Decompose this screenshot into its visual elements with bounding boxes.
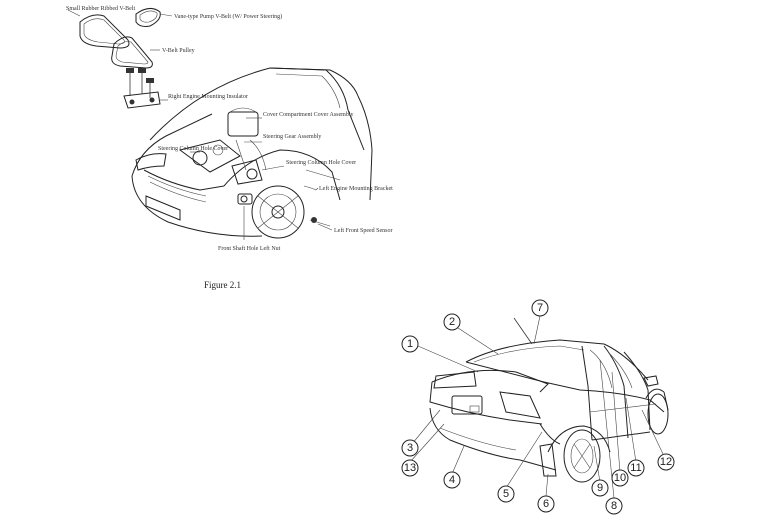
label-left-bracket: Left Engine Mounting Bracket [319, 185, 393, 192]
svg-text:7: 7 [537, 302, 543, 314]
svg-text:1: 1 [407, 338, 413, 350]
label-left-sensor: Left Front Speed Sensor [334, 227, 393, 234]
svg-text:9: 9 [597, 482, 603, 494]
callout-13: 13 [401, 459, 419, 477]
svg-text:11: 11 [630, 462, 641, 474]
callout-1: 1 [401, 335, 419, 353]
belt-small [79, 14, 130, 49]
figure-caption: Figure 2.1 [204, 280, 241, 290]
callout-9: 9 [591, 479, 609, 497]
svg-text:2: 2 [449, 316, 455, 328]
callout-2: 2 [443, 313, 461, 331]
label-v-belt: V-Belt Pulley [162, 48, 195, 54]
label-steering-column: Steering Column Hole Cover [286, 160, 356, 166]
callout-4: 4 [443, 471, 461, 489]
svg-text:3: 3 [407, 442, 413, 454]
svg-text:4: 4 [449, 474, 455, 486]
svg-text:10: 10 [614, 472, 626, 484]
callout-12: 12 [657, 453, 675, 471]
svg-text:13: 13 [404, 462, 416, 474]
label-front-shaft: Front Shaft Hole Left Nut [218, 245, 281, 252]
figure-car-rear: 1 2 7 3 13 4 5 6 9 8 10 11 12 [401, 299, 675, 515]
callout-3: 3 [401, 439, 419, 457]
svg-text:6: 6 [543, 498, 549, 510]
callout-6: 6 [537, 495, 555, 513]
label-right-mount: Right Engine Mounting Insulator [168, 94, 248, 100]
callout-5: 5 [497, 485, 515, 503]
figure-engine-bay: Small Rubber Ribbed V-Belt Vane-type Pum… [66, 6, 393, 290]
callout-7: 7 [531, 299, 549, 317]
label-cover-assembly: Cover Compartment Cover Assembly [263, 112, 354, 118]
label-small-belt: Small Rubber Ribbed V-Belt [66, 6, 136, 12]
label-vane-belt: Vane-type Pump V-Belt (W/ Power Steering… [174, 13, 282, 20]
label-steering-cover: Steering Column Hole Cover [158, 146, 228, 152]
callout-10: 10 [611, 469, 629, 487]
svg-text:8: 8 [611, 500, 617, 512]
car-front [131, 67, 373, 239]
mounting-bolts [123, 68, 161, 109]
callout-11: 11 [627, 459, 645, 477]
svg-text:5: 5 [503, 488, 509, 500]
belt-v-pulley [111, 36, 153, 69]
callout-8: 8 [605, 497, 623, 515]
belt-vane-pump [135, 8, 161, 27]
svg-text:12: 12 [660, 456, 672, 468]
label-steering-gear: Steering Gear Assembly [263, 134, 321, 140]
